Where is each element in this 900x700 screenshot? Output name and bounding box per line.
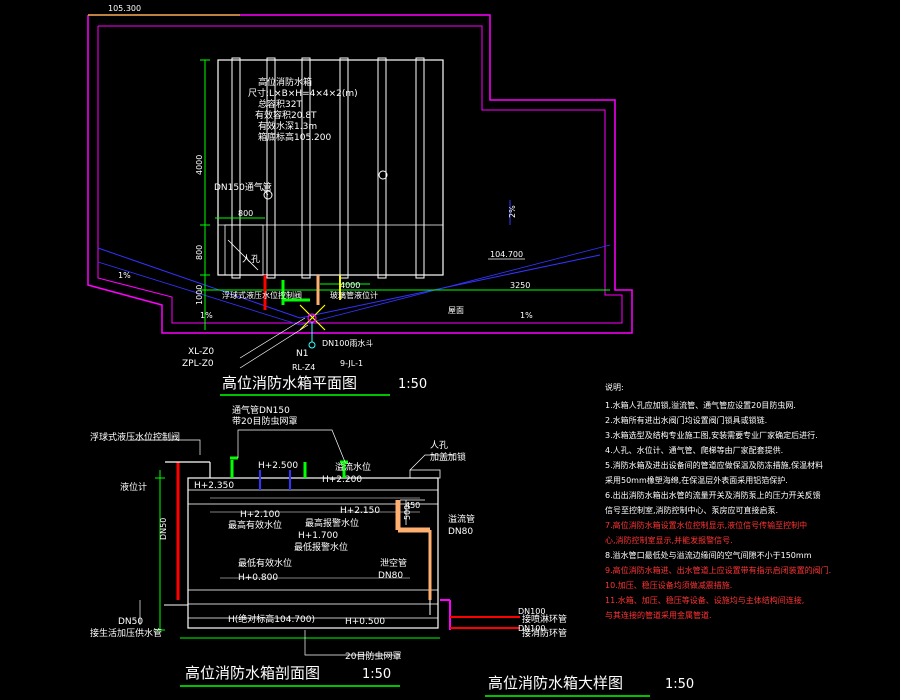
note-line: 心,消防控制室显示,并能发报警信号. [605, 535, 733, 545]
plan-pipes [239, 275, 341, 369]
sec-dn100-a: DN100 [518, 607, 545, 616]
dim-4000-h: 4000 [340, 281, 360, 290]
note-line: 4.人孔、水位计、通气管、爬梯等由厂家配套提供. [605, 445, 783, 455]
note-line: 5.消防水箱及进出设备间的管道应做保温及防冻措施,保温材料 [605, 460, 823, 470]
section-view: 通气管DN150 带20目防虫网罩 浮球式液压水位控制阀 人孔 加盖加锁 液位计… [90, 404, 694, 697]
note-line: 9.高位消防水箱进、出水管道上应设置带有指示启闭装置的阀门. [605, 565, 831, 575]
sec-mesh20: 20目防虫网罩 [345, 650, 401, 662]
sec-h2500: H+2.500 [258, 461, 298, 471]
plan-drain-funnel: DN100雨水斗 [322, 338, 373, 348]
sec-dn80-a: DN80 [448, 527, 473, 537]
vent-label: DN150通气管 [214, 181, 272, 193]
dim-1000: 1000 [195, 285, 204, 305]
tank-columns [231, 57, 425, 279]
sec-min-alarm: 最低报警水位 [294, 541, 348, 553]
sec-lock: 加盖加锁 [430, 451, 466, 463]
tank-volume: 总容积32T [258, 98, 302, 110]
roof-slope-line [97, 247, 601, 319]
dim-800-b: 800 [195, 245, 204, 260]
tank-bottom-elev: 箱底标高105.200 [258, 131, 331, 143]
sec-vent: 通气管DN150 [232, 404, 290, 416]
section-scale: 1:50 [362, 667, 391, 682]
slope-2: 1% [200, 311, 213, 320]
pipe-xl: XL-Z0 [188, 347, 214, 357]
tank-section-outline [187, 477, 439, 629]
note-line: 3.水箱选型及结构专业施工图,安装需要专业厂家确定后进行. [605, 430, 818, 440]
sec-dn100-b: DN100 [518, 624, 545, 633]
sec-min-level: 最低有效水位 [238, 557, 292, 569]
sec-dn50-a: DN50 [159, 518, 168, 540]
note-line: 10.加压、稳压设备均须做减震措施. [605, 580, 732, 590]
note-line: 采用50mm橡塑海绵,在保温层外表面采用铝箔保护. [605, 475, 788, 485]
plan-n1: N1 [296, 349, 308, 359]
sec-h-abs: H(绝对标高104.700) [228, 613, 315, 625]
sec-h0800: H+0.800 [238, 573, 278, 583]
sec-overflow-pipe: 溢流管 [448, 513, 475, 525]
tank-size: 尺寸:L×B×H=4×4×2(m) [248, 87, 358, 99]
notes-block: 说明: 1.水箱人孔应加锁,溢流管、通气管应设置20目防虫网. 2.水箱所有进出水… [605, 382, 831, 620]
plan-title: 高位消防水箱平面图 [222, 374, 357, 392]
note-line: 6.出出消防水箱出水管的流量开关及消防泵上的压力开关反馈 [605, 490, 821, 500]
tank-title: 高位消防水箱 [258, 76, 312, 88]
detail-title: 高位消防水箱大样图 [488, 674, 623, 692]
sec-level-gauge: 液位计 [120, 481, 147, 493]
sec-h1700: H+1.700 [298, 531, 338, 541]
slope-2pct: 2% [508, 205, 517, 218]
sec-dn80-b: DN80 [378, 571, 403, 581]
slope-3: 1% [520, 311, 533, 320]
plan-scale: 1:50 [398, 377, 427, 392]
note-line: 与其连接的管道采用金属管道. [605, 610, 712, 620]
plan-view: 105.300 高位消防水箱 尺寸:L×B×H=4×4×2(m) 总容积32T … [87, 4, 633, 396]
dim-800-a: 800 [238, 209, 253, 218]
sec-h0500: H+0.500 [345, 617, 385, 627]
plan-float-valve: 浮球式液压水位控制阀 [222, 290, 302, 300]
note-line: 1.水箱人孔应加锁,溢流管、通气管应设置20目防虫网. [605, 400, 796, 410]
sec-max-level: 最高有效水位 [228, 519, 282, 531]
sec-max-alarm: 最高报警水位 [305, 517, 359, 529]
dim-3250: 3250 [510, 281, 530, 290]
note-line: 7.高位消防水箱设置水位控制显示,液位信号传输至控制中 [605, 520, 807, 530]
detail-scale: 1:50 [665, 677, 694, 692]
sec-h2100: H+2.100 [240, 510, 280, 520]
sec-overflow-level: 溢流水位 [335, 461, 371, 473]
tank-effective: 有效容积20.8T [255, 109, 317, 121]
manhole-label: 人孔 [242, 254, 260, 265]
notes-heading: 说明: [605, 382, 624, 392]
section-title: 高位消防水箱剖面图 [185, 664, 320, 682]
sec-hydrant-loop: 接消防环管 [522, 627, 567, 639]
plan-rl: RL-Z4 [292, 363, 315, 372]
note-line: 信号至控制室,消防控制中心、泵房应可直接启泵. [605, 505, 778, 515]
tank-water-depth: 有效水深1.3m [258, 120, 317, 132]
tank-plan-outline [217, 59, 444, 276]
sec-dim-450: 450 [405, 501, 420, 510]
plan-dimensions [200, 59, 610, 330]
section-pipes [164, 456, 520, 630]
note-line: 11.水箱、加压、稳压等设备、设施均与主体结构间连接, [605, 595, 804, 605]
roof-elev: 104.700 [490, 250, 523, 259]
slope-1: 1% [118, 271, 131, 280]
plan-yl: 9-JL-1 [340, 359, 363, 368]
sec-spray-loop: 接喷淋环管 [522, 613, 567, 625]
sec-h2150: H+2.150 [340, 506, 380, 516]
sec-vent-mesh: 带20目防虫网罩 [232, 415, 297, 427]
sec-dim-500: 500 [403, 505, 412, 520]
dim-4000-v: 4000 [195, 155, 204, 175]
sec-drain-pipe: 泄空管 [380, 557, 407, 569]
plan-roof-surface: 屋面 [448, 306, 464, 315]
sec-float-valve: 浮球式液压水位控制阀 [90, 431, 180, 443]
roof-outline-outer [87, 14, 633, 334]
sec-h2200: H+2.200 [322, 475, 362, 485]
sec-h2350: H+2.350 [194, 481, 234, 491]
plan-level-gauge: 玻璃管液位计 [330, 290, 378, 300]
water-level-lines [210, 497, 420, 579]
sec-supply-pipe: 接生活加压供水管 [90, 627, 162, 639]
pipe-zpl: ZPL-Z0 [182, 359, 214, 369]
sec-dn50-b: DN50 [118, 617, 143, 627]
note-line: 2.水箱所有进出水阀门均设置阀门锁具或锁链. [605, 415, 767, 425]
top-elevation: 105.300 [108, 4, 141, 13]
roof-outline-inner [97, 25, 623, 324]
sec-manhole: 人孔 [430, 440, 448, 451]
note-line: 8.溢水管口最低处与溢流边缘间的空气间隙不小于150mm [605, 550, 812, 560]
